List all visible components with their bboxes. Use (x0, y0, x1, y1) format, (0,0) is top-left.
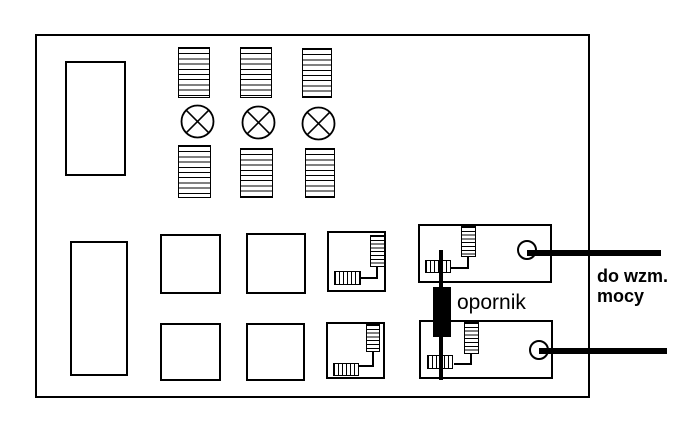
output-caption-line2: mocy (597, 286, 645, 306)
connector-wire (454, 363, 472, 365)
coil-module (326, 322, 385, 379)
output-wire-top (527, 250, 661, 256)
inductor-vertical-icon (370, 235, 385, 267)
connector-wire (467, 256, 469, 269)
inductor-vertical-icon (461, 226, 476, 257)
component-square (246, 323, 305, 381)
transformer-coil-icon (302, 48, 332, 98)
connector-wire (372, 351, 374, 367)
transformer-coil-icon (178, 47, 210, 98)
connector-wire (359, 365, 374, 367)
output-caption: do wzm. mocy (597, 266, 668, 306)
transformer-coil-icon (240, 47, 272, 98)
transformer-coil-icon (240, 148, 273, 198)
tube-lamp-icon (180, 104, 215, 139)
connector-wire (360, 277, 378, 279)
inductor-horizontal-icon (333, 363, 359, 376)
resistor-label: opornik (457, 291, 526, 314)
tube-lamp-icon (241, 105, 276, 140)
resistor-body (433, 287, 451, 337)
component-square (160, 234, 221, 294)
component-rect-bottom-left (70, 241, 128, 376)
connector-wire (470, 353, 472, 365)
inductor-vertical-icon (366, 324, 380, 352)
component-square (160, 323, 221, 381)
transformer-coil-icon (305, 148, 335, 198)
connector-wire (376, 266, 378, 279)
connector-wire (451, 267, 469, 269)
tube-lamp-icon (301, 106, 336, 141)
component-rect-top-left (65, 61, 126, 176)
coil-module (327, 231, 386, 292)
chassis-outline (35, 34, 590, 398)
inductor-horizontal-icon (425, 260, 451, 273)
component-square (246, 233, 306, 294)
output-wire-bottom (539, 348, 667, 354)
transformer-coil-icon (178, 145, 211, 198)
output-caption-line1: do wzm. (597, 266, 668, 286)
inductor-horizontal-icon (334, 271, 361, 285)
inductor-vertical-icon (464, 322, 479, 354)
